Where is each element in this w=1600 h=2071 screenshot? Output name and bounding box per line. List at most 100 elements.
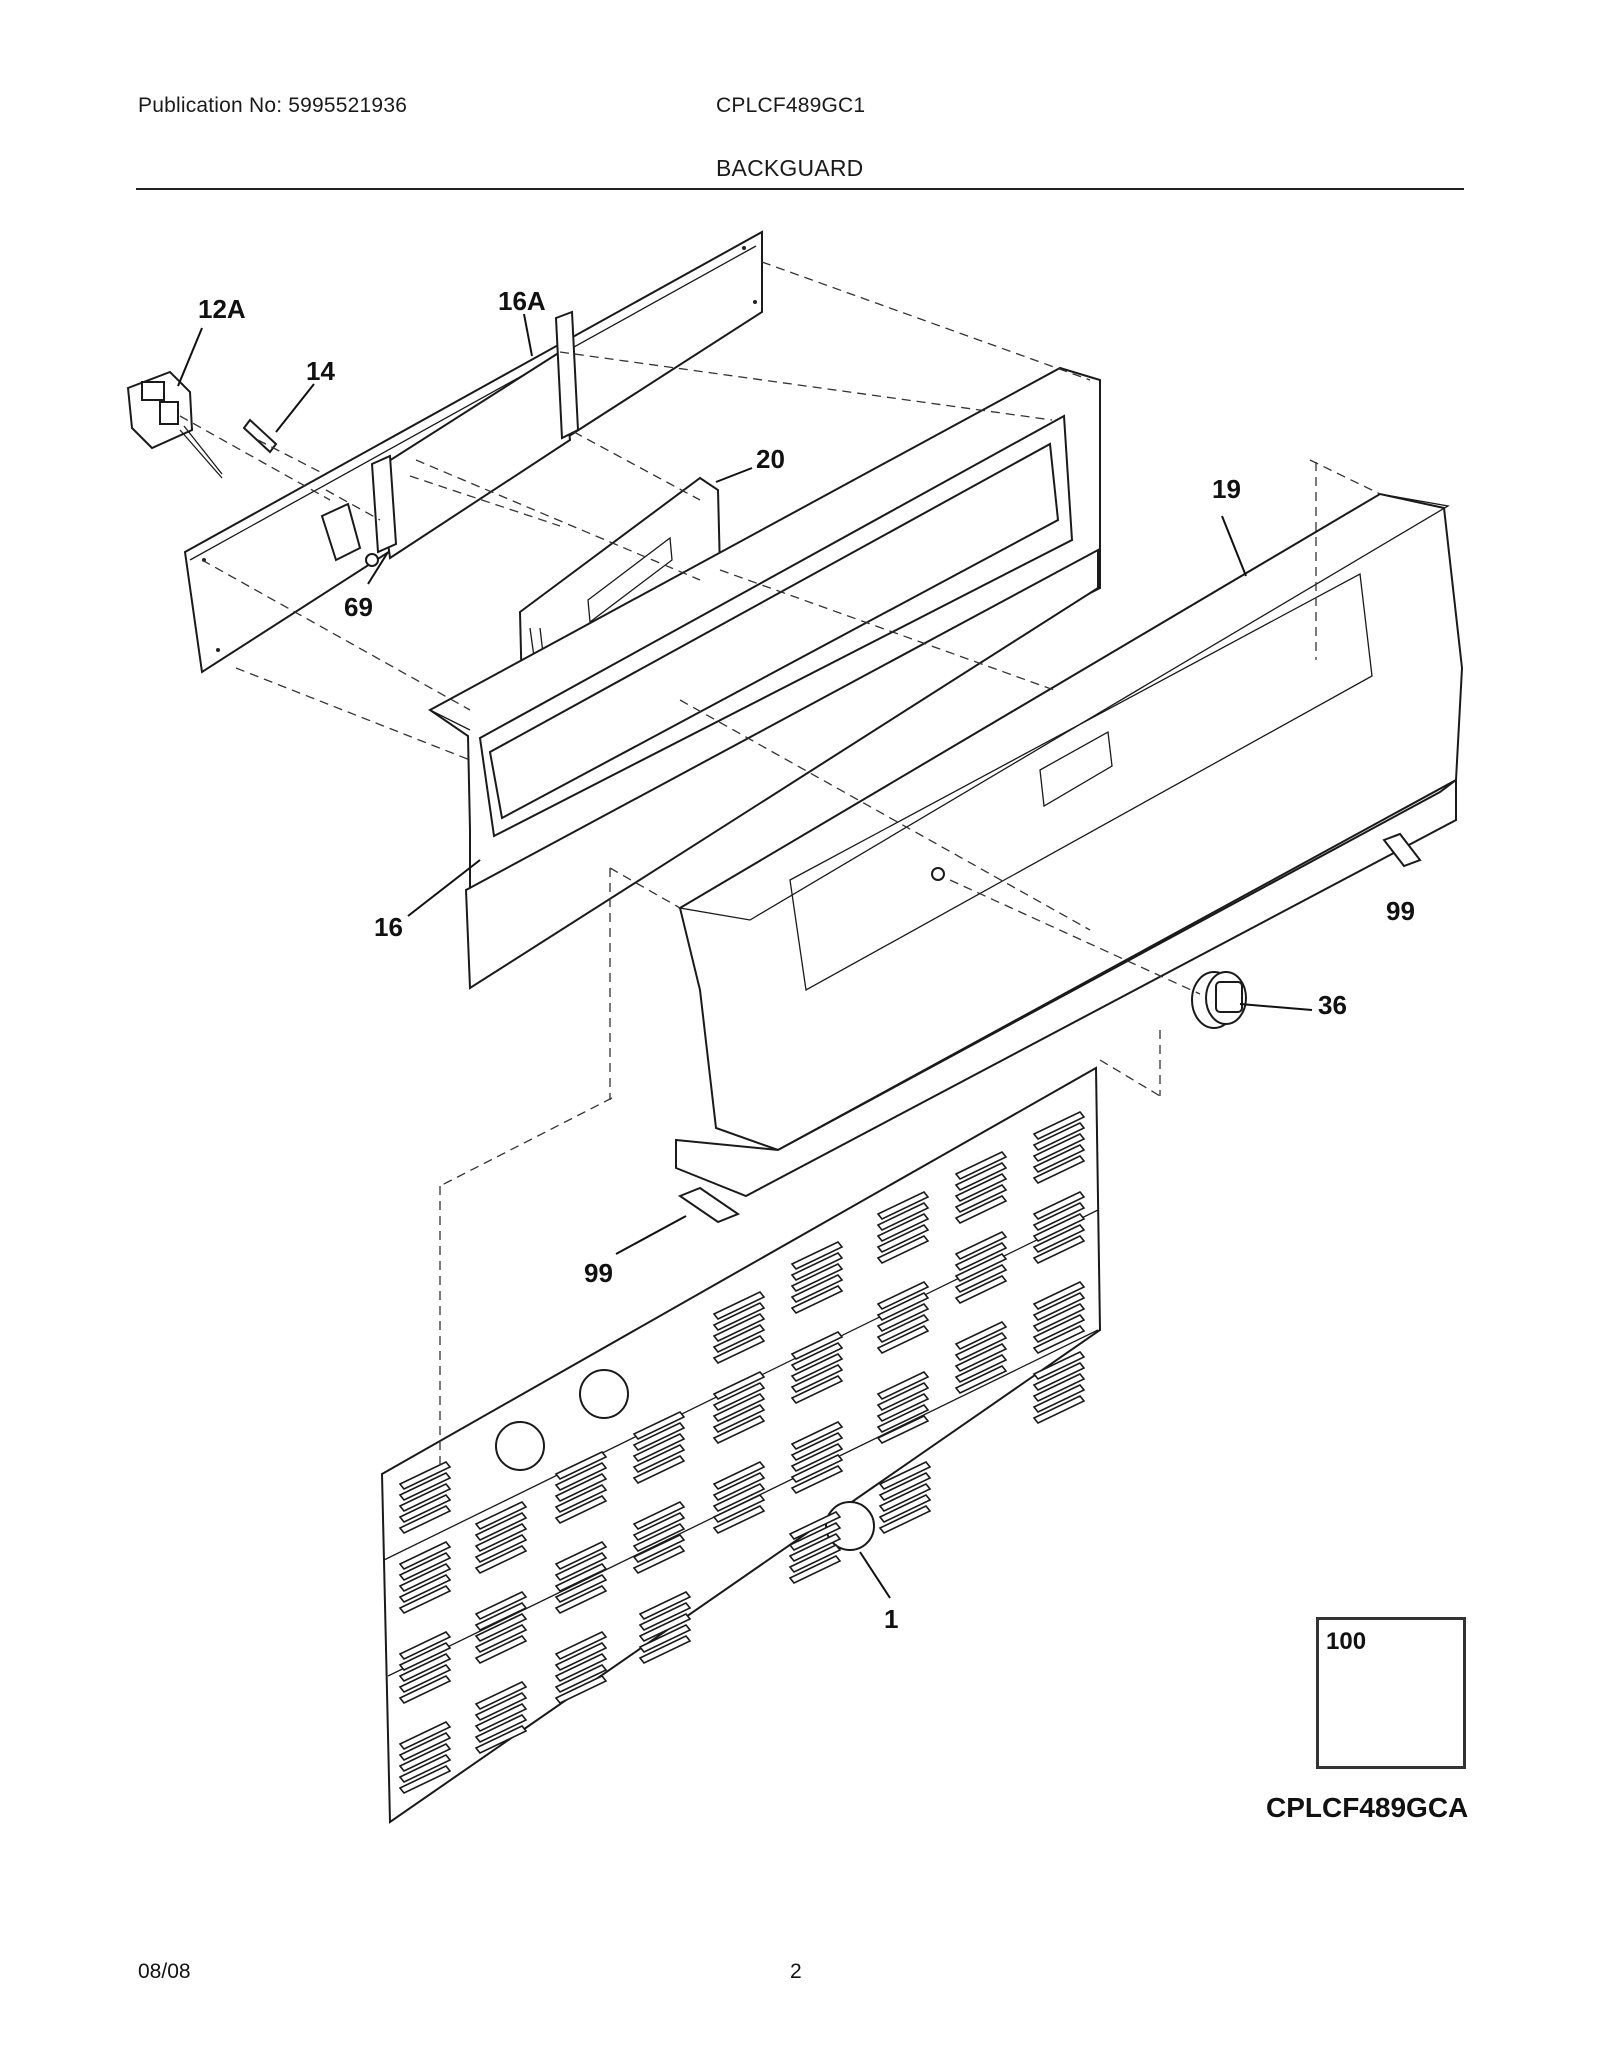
louver-slot — [1032, 1213, 1086, 1242]
louver-slot — [876, 1325, 930, 1354]
louver-slot — [876, 1213, 930, 1242]
louver-slot — [954, 1365, 1008, 1394]
louver-slot — [398, 1585, 452, 1614]
louver-slot — [788, 1511, 842, 1540]
louver-slots — [398, 1111, 1086, 1794]
louver-slot — [788, 1522, 842, 1551]
louver-slot — [554, 1653, 608, 1682]
louver-slot — [876, 1393, 930, 1422]
louver-slot — [1032, 1325, 1086, 1354]
louver-slot — [876, 1281, 930, 1310]
publication-number: Publication No: 5995521936 — [138, 94, 408, 117]
louver-slot — [790, 1375, 844, 1404]
louver-slot — [638, 1613, 692, 1642]
callout-12a: 12A — [198, 294, 246, 324]
louver-slot — [1032, 1235, 1086, 1264]
louver-slot — [1032, 1292, 1086, 1321]
louver-slot — [790, 1443, 844, 1472]
louver-slot — [954, 1332, 1008, 1361]
header-rule — [136, 188, 1464, 190]
louver-slot — [1032, 1122, 1086, 1151]
kit-part-number: 100 — [1326, 1628, 1367, 1655]
footer-date: 08/08 — [138, 1960, 191, 1983]
louver-slot — [876, 1292, 930, 1321]
louver-slot — [632, 1523, 686, 1552]
louver-slot — [398, 1563, 452, 1592]
callout-1: 1 — [884, 1604, 898, 1634]
part-16-panel-frame — [428, 366, 1101, 990]
louver-slot — [632, 1411, 686, 1440]
louver-slot — [632, 1422, 686, 1451]
callout-99-right: 99 — [1386, 896, 1415, 926]
louver-slot — [712, 1483, 766, 1512]
louver-slot — [876, 1382, 930, 1411]
louver-slot — [398, 1505, 452, 1534]
louver-slot — [954, 1195, 1008, 1224]
louver-slot — [1032, 1133, 1086, 1162]
callout-20: 20 — [756, 444, 785, 474]
louver-slot — [712, 1335, 766, 1364]
louver-slot — [554, 1563, 608, 1592]
louver-slot — [790, 1342, 844, 1371]
louver-slot — [712, 1404, 766, 1433]
louver-slot — [474, 1523, 528, 1552]
louver-slot — [554, 1541, 608, 1570]
louver-slot — [554, 1631, 608, 1660]
callout-99-left: 99 — [584, 1258, 613, 1288]
louver-slot — [1032, 1395, 1086, 1424]
louver-slot — [712, 1324, 766, 1353]
louver-slot — [398, 1483, 452, 1512]
louver-slot — [632, 1455, 686, 1484]
louver-slot — [554, 1642, 608, 1671]
louver-slot — [878, 1505, 932, 1534]
louver-slot — [554, 1664, 608, 1693]
part-99-bracket-right — [1382, 832, 1422, 868]
louver-slot — [790, 1263, 844, 1292]
projection-lines — [179, 261, 1381, 1470]
louver-slot — [638, 1624, 692, 1653]
part-16a-bracket — [370, 310, 580, 560]
louver-slot — [790, 1421, 844, 1450]
louver-slot — [712, 1505, 766, 1534]
louver-slot — [554, 1484, 608, 1513]
louver-slot — [712, 1472, 766, 1501]
louver-slot — [954, 1173, 1008, 1202]
louver-slot — [554, 1473, 608, 1502]
louver-slot — [474, 1714, 528, 1743]
louver-slot — [712, 1302, 766, 1331]
louver-slot — [554, 1574, 608, 1603]
louver-slot — [954, 1354, 1008, 1383]
louver-slot — [398, 1541, 452, 1570]
louver-slot — [1032, 1373, 1086, 1402]
louver-slot — [712, 1415, 766, 1444]
louver-slot — [790, 1241, 844, 1270]
louver-slot — [876, 1202, 930, 1231]
louver-slot — [878, 1494, 932, 1523]
louver-slot — [790, 1274, 844, 1303]
louver-slot — [474, 1725, 528, 1754]
louver-slot — [474, 1624, 528, 1653]
louver-slot — [474, 1512, 528, 1541]
louver-slot — [1032, 1111, 1086, 1140]
louver-slot — [398, 1743, 452, 1772]
louver-slot — [632, 1501, 686, 1530]
louver-slot — [790, 1364, 844, 1393]
louver-slot — [554, 1462, 608, 1491]
louver-slot — [474, 1613, 528, 1642]
louver-slot — [712, 1371, 766, 1400]
louver-slot — [954, 1264, 1008, 1293]
louver-slot — [474, 1591, 528, 1620]
callout-14: 14 — [306, 356, 335, 386]
louver-slot — [712, 1494, 766, 1523]
louver-slot — [474, 1692, 528, 1721]
louver-slot — [1032, 1314, 1086, 1343]
part-69-clip — [320, 502, 379, 567]
louver-slot — [790, 1465, 844, 1494]
louver-slot — [878, 1483, 932, 1512]
louver-slot — [1032, 1155, 1086, 1184]
louver-slot — [398, 1765, 452, 1794]
louver-slot — [398, 1675, 452, 1704]
louver-slot — [876, 1224, 930, 1253]
louver-slot — [632, 1512, 686, 1541]
louver-slot — [954, 1343, 1008, 1372]
